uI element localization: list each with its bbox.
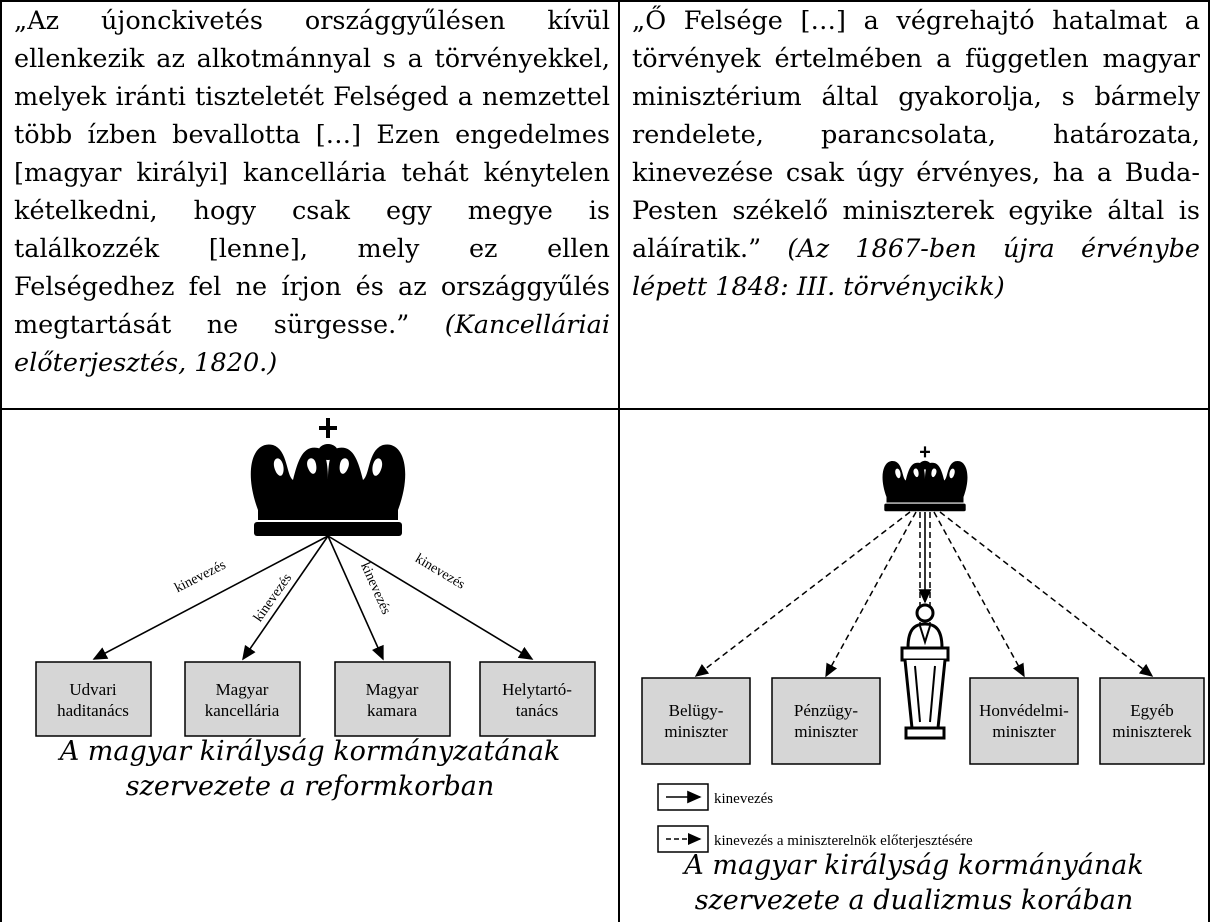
- arrow-label-3: kinevezés: [357, 560, 393, 617]
- box-penzugy-miniszter: Pénzügy- miniszter: [771, 677, 881, 765]
- box-4-line2: tanács: [516, 701, 558, 720]
- dashed-arrow-honvedelmi: [933, 511, 1025, 678]
- table-border-right: [1208, 0, 1210, 922]
- left-caption-line2: szervezete a reformkorban: [125, 771, 495, 802]
- box-1-line1: Udvari: [69, 680, 116, 699]
- left-caption: A magyar királyság kormányzatának szerve…: [2, 734, 618, 804]
- dashed-arrow-penzugy: [825, 511, 917, 678]
- crown-icon: [250, 418, 406, 536]
- quote-left-text: „Az újonckivetés országgyűlésen kívül el…: [14, 6, 610, 340]
- right-caption: A magyar királyság kormányának szervezet…: [620, 848, 1208, 918]
- box-helytarto-tanacs: Helytartó- tanács: [479, 661, 596, 737]
- box-2-line2: kancellária: [205, 701, 280, 720]
- right-caption-line1: A magyar királyság kormányának: [684, 850, 1144, 881]
- legend: kinevezés kinevezés a miniszterelnök elő…: [657, 783, 973, 853]
- dashed-arrow-egyeb: [939, 511, 1154, 677]
- arrow-label-1: kinevezés: [172, 558, 228, 596]
- rbox-3-line2: miniszter: [992, 722, 1056, 741]
- box-belugy-miniszter: Belügy- miniszter: [641, 677, 751, 765]
- rbox-1-line1: Belügy-: [669, 701, 724, 720]
- box-egyeb-miniszterek: Egyéb miniszterek: [1099, 677, 1205, 765]
- rbox-4-line2: miniszterek: [1112, 722, 1192, 741]
- prime-minister-lectern-icon: [900, 603, 950, 740]
- reform-era-diagram: kinevezés kinevezés kinevezés kinevezés …: [35, 418, 596, 737]
- arrow-to-box-3: [327, 535, 384, 661]
- quote-right-text: „Ő Felsége […] a végrehajtó hatalmat a t…: [632, 6, 1200, 264]
- crown-icon-small: [882, 446, 968, 512]
- box-magyar-kancellaria: Magyar kancellária: [184, 661, 301, 737]
- box-udvari-haditanacs: Udvari haditanács: [35, 661, 152, 737]
- quote-right-source: (Az 1867-ben újra érvénybe lépett 1848: …: [632, 234, 1200, 302]
- rbox-3-line1: Honvédelmi-: [979, 701, 1069, 720]
- table-border-left: [0, 0, 2, 922]
- dualism-era-diagram: Belügy- miniszter Pénzügy- miniszter Hon…: [641, 446, 1205, 853]
- table-border-top: [0, 0, 1210, 2]
- legend-solid-label: kinevezés: [714, 791, 773, 807]
- box-1-line2: haditanács: [57, 701, 129, 720]
- box-4-line1: Helytartó-: [502, 680, 572, 699]
- table-divider-vertical: [618, 0, 620, 922]
- dashed-arrow-belugy: [694, 511, 911, 677]
- arrow-label-4: kinevezés: [412, 551, 467, 592]
- arrow-label-2: kinevezés: [251, 571, 295, 625]
- box-3-line2: kamara: [367, 701, 417, 720]
- quote-right: „Ő Felsége […] a végrehajtó hatalmat a t…: [632, 2, 1200, 306]
- quote-left-source: (Kancelláriai előterjesztés, 1820.): [14, 310, 611, 378]
- rbox-2-line2: miniszter: [794, 722, 858, 741]
- box-honvedelmi-miniszter: Honvédelmi- miniszter: [969, 677, 1079, 765]
- box-magyar-kamara: Magyar kamara: [334, 661, 451, 737]
- table-divider-horizontal: [0, 408, 1210, 410]
- right-caption-line2: szervezete a dualizmus korában: [694, 885, 1134, 916]
- box-2-line1: Magyar: [216, 680, 269, 699]
- rbox-1-line2: miniszter: [664, 722, 728, 741]
- legend-dashed-label: kinevezés a miniszterelnök előterjesztés…: [714, 833, 973, 849]
- box-3-line1: Magyar: [366, 680, 419, 699]
- left-caption-line1: A magyar királyság kormányzatának: [59, 736, 561, 767]
- arrow-to-box-2: [242, 535, 329, 661]
- arrow-to-box-4: [327, 535, 534, 660]
- arrow-to-box-1: [92, 535, 329, 660]
- rbox-2-line1: Pénzügy-: [794, 701, 859, 720]
- rbox-4-line1: Egyéb: [1130, 701, 1173, 720]
- quote-left: „Az újonckivetés országgyűlésen kívül el…: [14, 2, 610, 382]
